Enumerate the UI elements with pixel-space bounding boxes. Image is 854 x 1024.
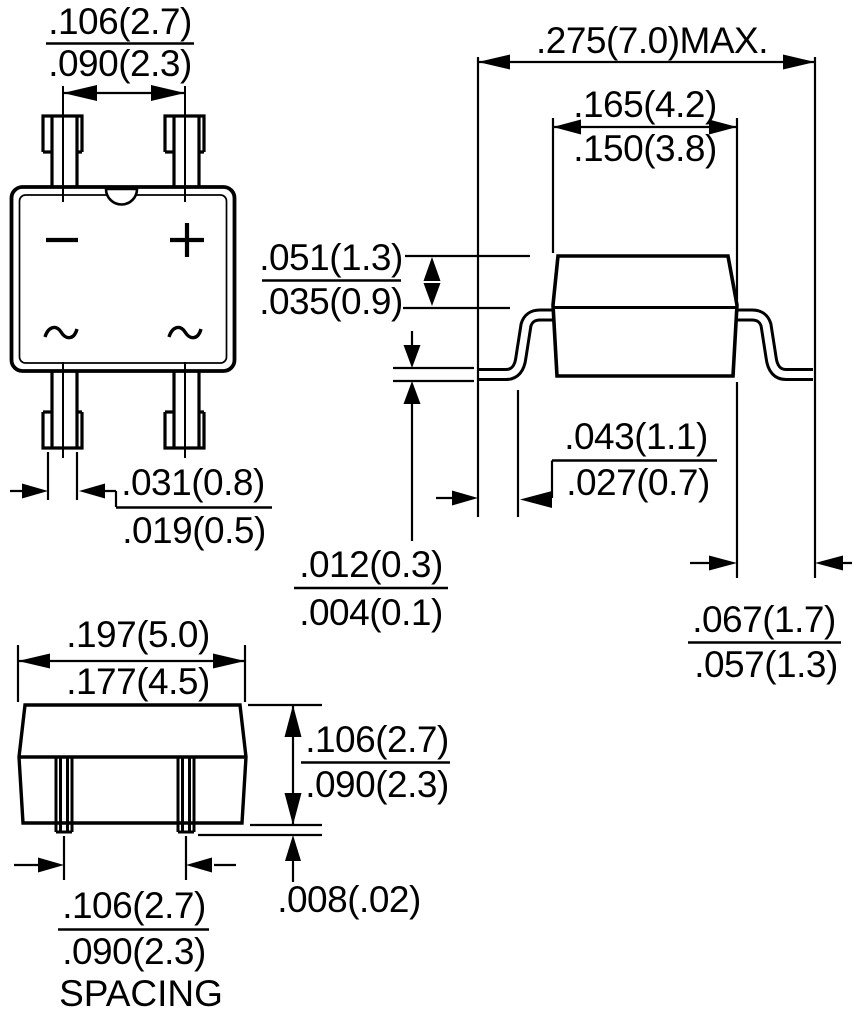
- extension-lines: [403, 254, 530, 310]
- extension-lines: [393, 366, 474, 383]
- bottom-view: .197(5.0) .177(4.5) .106(2.7) .090(2.3) …: [14, 614, 450, 1014]
- dim-min-label: .027(0.7): [566, 462, 710, 503]
- arrowheads: [63, 85, 185, 101]
- arrowheads: [423, 257, 441, 306]
- dim-bottom-body-length: .197(5.0) .177(4.5): [16, 614, 247, 702]
- dim-min-label: .090(2.3): [48, 43, 192, 84]
- arrow-tails: [10, 489, 118, 507]
- lead-inner: [479, 311, 560, 378]
- dim-label: .275(7.0)MAX.: [536, 20, 768, 61]
- front-view: .106(2.7) .090(2.3) .031(0.8) .019(0.5): [9, 1, 272, 551]
- dim-side-foot-length: .043(1.1) .027(0.7): [436, 390, 717, 517]
- dim-max-label: .051(1.3): [259, 237, 403, 278]
- side-lead-left: [479, 308, 560, 381]
- arrowheads: [22, 483, 105, 499]
- dim-bottom-standoff: .008(.02): [277, 835, 421, 920]
- extension-lines: [551, 118, 739, 300]
- plus-symbol-icon: [170, 223, 204, 257]
- front-body-outline: [9, 185, 237, 373]
- side-body-outline: [551, 254, 739, 378]
- dim-side-lead-thickness: .012(0.3) .004(0.1): [294, 331, 474, 633]
- side-lead-right: [730, 308, 813, 381]
- bottom-lead-left: [54, 758, 74, 834]
- extension-lines: [62, 836, 188, 880]
- arrowheads: [452, 490, 552, 508]
- dim-max-label: .197(5.0): [66, 614, 210, 655]
- bottom-lead-right: [176, 758, 196, 834]
- dim-max-label: .106(2.7): [48, 1, 192, 42]
- dim-min-label: .090(2.3): [62, 931, 206, 972]
- dim-min-label: .057(1.3): [694, 644, 838, 685]
- dim-label: .008(.02): [277, 879, 421, 920]
- dim-caption: SPACING: [59, 973, 223, 1014]
- tilde-symbol-icon-left: [43, 325, 79, 340]
- dim-side-lead-span: .067(1.7) .057(1.3): [688, 382, 852, 685]
- front-lead-centerlines: [62, 86, 186, 458]
- dim-min-label: .090(2.3): [305, 764, 449, 805]
- dim-bottom-body-height: .106(2.7) .090(2.3): [198, 703, 450, 837]
- extension-lines: [198, 703, 322, 837]
- dim-max-label: .165(4.2): [573, 84, 717, 125]
- dim-min-label: .150(3.8): [573, 128, 717, 169]
- arrowheads: [403, 345, 421, 404]
- dim-min-label: .019(0.5): [122, 510, 266, 551]
- dim-side-body-top-height: .051(1.3) .035(0.9): [259, 237, 530, 322]
- dim-min-label: .004(0.1): [299, 592, 443, 633]
- dim-max-label: .106(2.7): [305, 719, 449, 760]
- dim-side-body-width: .165(4.2) .150(3.8): [551, 84, 739, 300]
- lead-inner: [730, 311, 813, 378]
- dim-max-label: .031(0.8): [121, 462, 265, 503]
- bottom-body-outline: [17, 703, 248, 825]
- dim-front-pin-spacing: .106(2.7) .090(2.3): [46, 1, 194, 101]
- dim-bottom-lead-spacing: .106(2.7) .090(2.3) SPACING: [14, 836, 236, 1014]
- dim-max-label: .067(1.7): [692, 599, 836, 640]
- dim-max-label: .106(2.7): [62, 885, 206, 926]
- front-index-notch: [104, 187, 139, 206]
- extension-lines: [46, 452, 79, 500]
- dim-side-overall-width: .275(7.0)MAX.: [476, 20, 817, 578]
- arrowheads: [709, 555, 843, 571]
- extension-lines: [476, 57, 817, 578]
- tilde-symbol-icon-right: [167, 325, 203, 340]
- extension-lines: [16, 645, 247, 702]
- dim-front-lead-width: .031(0.8) .019(0.5): [10, 452, 272, 551]
- dim-max-label: .012(0.3): [299, 544, 443, 585]
- arrowheads: [284, 705, 302, 825]
- dim-min-label: .035(0.9): [259, 281, 403, 322]
- dim-max-label: .043(1.1): [564, 416, 708, 457]
- arrowhead: [285, 835, 301, 861]
- dim-min-label: .177(4.5): [66, 661, 210, 702]
- side-view: .275(7.0)MAX. .165(4.2) .150(3.8) .051(1…: [259, 20, 852, 685]
